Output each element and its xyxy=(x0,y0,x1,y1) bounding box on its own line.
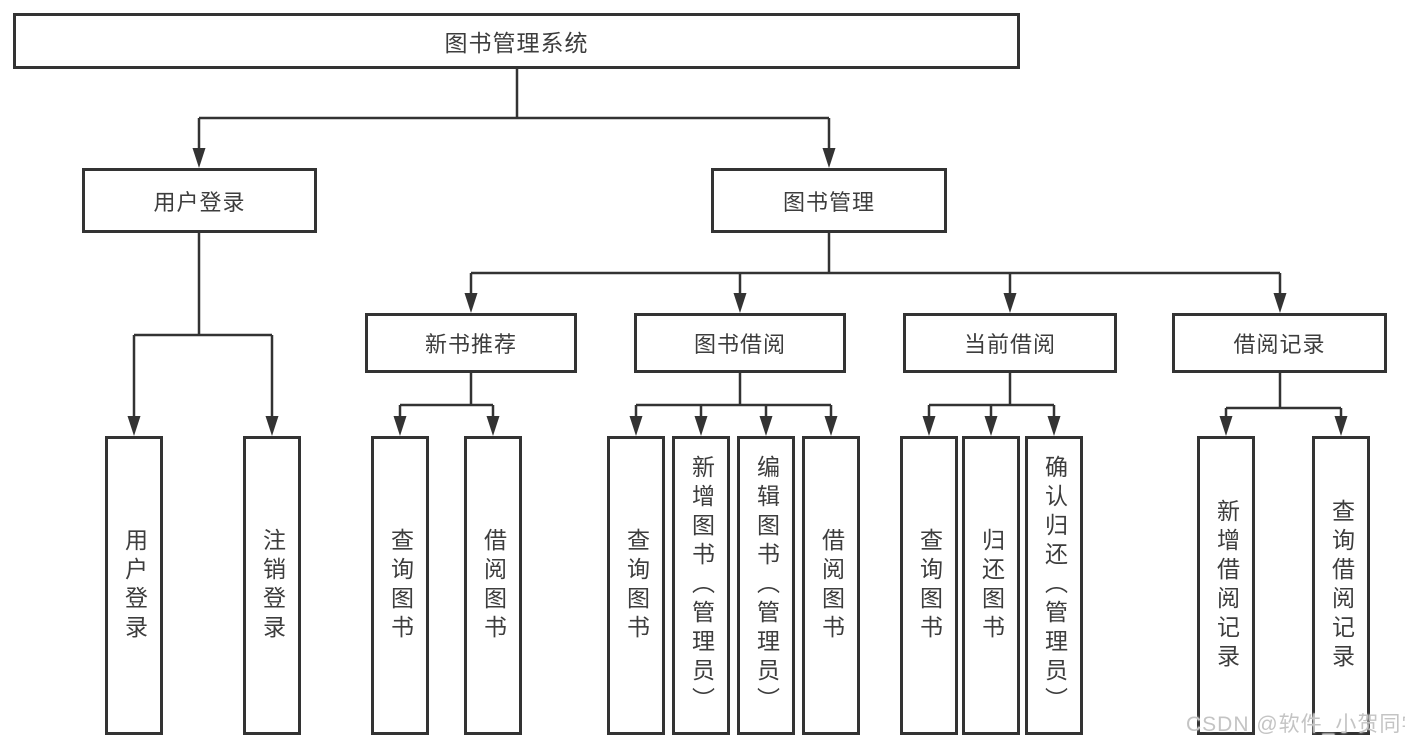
leaf-query-borrow-record: 查询借阅记录 xyxy=(1312,436,1370,735)
node-label: 新增图书（管理员） xyxy=(688,455,715,716)
node-label: 图书管理系统 xyxy=(444,30,589,56)
node-label: 注销登录 xyxy=(259,527,286,644)
node-label: 查询图书 xyxy=(916,527,943,644)
node-label: 新增借阅记录 xyxy=(1213,498,1240,673)
node-label: 查询图书 xyxy=(387,527,414,644)
node-borrowing-records: 借阅记录 xyxy=(1172,313,1387,373)
leaf-logout: 注销登录 xyxy=(243,436,301,735)
node-library-management-system: 图书管理系统 xyxy=(13,13,1020,69)
node-user-login-branch: 用户登录 xyxy=(82,168,317,233)
node-label: 新书推荐 xyxy=(424,332,517,357)
node-current-borrowing: 当前借阅 xyxy=(903,313,1117,373)
leaf-add-books-admin: 新增图书（管理员） xyxy=(672,436,730,735)
node-label: 借阅记录 xyxy=(1233,332,1326,357)
node-label: 当前借阅 xyxy=(963,332,1056,357)
node-label: 确认归还（管理员） xyxy=(1041,455,1068,716)
node-label: 查询借阅记录 xyxy=(1328,498,1355,673)
leaf-borrow-books-2: 借阅图书 xyxy=(802,436,860,735)
leaf-query-books-1: 查询图书 xyxy=(371,436,429,735)
node-book-management-branch: 图书管理 xyxy=(711,168,947,233)
arrowhead-icons xyxy=(127,148,1348,436)
node-label: 编辑图书（管理员） xyxy=(753,455,780,716)
node-label: 借阅图书 xyxy=(480,527,507,644)
node-book-borrowing: 图书借阅 xyxy=(634,313,846,373)
leaf-user-login: 用户登录 xyxy=(105,436,163,735)
leaf-query-books-2: 查询图书 xyxy=(607,436,665,735)
leaf-confirm-return-admin: 确认归还（管理员） xyxy=(1025,436,1083,735)
leaf-return-books: 归还图书 xyxy=(962,436,1020,735)
node-new-book-recommendation: 新书推荐 xyxy=(365,313,577,373)
leaf-add-borrow-record: 新增借阅记录 xyxy=(1197,436,1255,735)
node-label: 归还图书 xyxy=(978,527,1005,644)
leaf-borrow-books-1: 借阅图书 xyxy=(464,436,522,735)
leaf-query-books-3: 查询图书 xyxy=(900,436,958,735)
node-label: 用户登录 xyxy=(121,527,148,644)
node-label: 用户登录 xyxy=(153,189,246,215)
node-label: 图书管理 xyxy=(782,189,875,215)
node-label: 查询图书 xyxy=(623,527,650,644)
node-label: 借阅图书 xyxy=(818,527,845,644)
node-label: 图书借阅 xyxy=(693,332,786,357)
csdn-watermark: CSDN @软件_小贺同学 xyxy=(1186,713,1405,736)
leaf-edit-books-admin: 编辑图书（管理员） xyxy=(737,436,795,735)
